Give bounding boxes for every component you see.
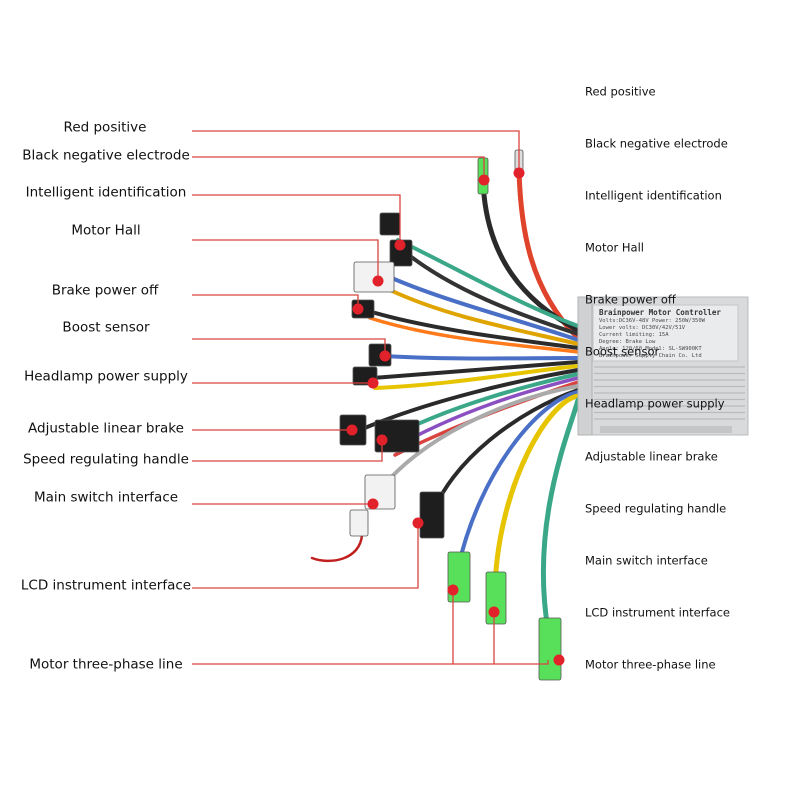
wire xyxy=(388,288,580,346)
wire xyxy=(358,368,580,432)
right-label-speed-regulating-handle: Speed regulating handle xyxy=(585,501,727,516)
left-label-motor-hall: Motor Hall xyxy=(71,222,141,239)
marker-dot xyxy=(513,167,525,179)
right-label-boost-sensor: Boost sensor xyxy=(585,344,660,359)
controller-spec-line: Brainpower Supply Chain Co. Ltd xyxy=(599,353,702,359)
controller-spec-line: Volts:DC36V-48V Power: 250W/350W xyxy=(599,318,705,324)
white-connector xyxy=(353,261,395,293)
marker-dot xyxy=(379,350,391,362)
controller-end-cap xyxy=(577,296,593,436)
controller-mount-slot xyxy=(600,426,732,433)
leader-line xyxy=(192,440,383,462)
black-connector xyxy=(374,419,420,453)
wire xyxy=(378,384,580,492)
marker-dot xyxy=(367,498,379,510)
marker-dot xyxy=(346,424,358,436)
motor-controller xyxy=(577,296,749,436)
wire xyxy=(540,397,581,633)
left-label-red-positive: Red positive xyxy=(63,119,147,136)
left-label-boost-sensor: Boost sensor xyxy=(62,319,150,336)
right-label-headlamp-power-supply: Headlamp power supply xyxy=(585,396,725,411)
left-label-lcd-instrument-interface: LCD instrument interface xyxy=(20,577,192,594)
left-label-intelligent-identification: Intelligent identification xyxy=(25,184,187,201)
right-label-red-positive: Red positive xyxy=(585,84,656,99)
marker-dot xyxy=(372,275,384,287)
leader-line xyxy=(192,294,359,309)
white-connector xyxy=(349,509,369,537)
right-label-adjustable-linear-brake: Adjustable linear brake xyxy=(585,449,718,464)
marker-dot xyxy=(376,434,388,446)
wire xyxy=(373,364,580,390)
controller-title: Brainpower Motor Controller xyxy=(599,308,721,317)
right-label-main-switch-interface: Main switch interface xyxy=(585,553,708,568)
wire xyxy=(363,308,580,350)
green-connector xyxy=(538,617,562,681)
marker-dots xyxy=(346,167,565,666)
right-label-lcd-instrument-interface: LCD instrument interface xyxy=(585,605,730,620)
left-label-adjustable-linear-brake: Adjustable linear brake xyxy=(28,420,184,437)
wire xyxy=(396,238,580,328)
left-label-motor-three-phase-line: Motor three-phase line xyxy=(29,656,183,673)
marker-dot xyxy=(352,303,364,315)
marker-dot xyxy=(394,239,406,251)
wire-bundle xyxy=(310,149,581,681)
right-label-motor-three-phase-line: Motor three-phase line xyxy=(585,657,716,672)
controller-spec-line: Current limiting: 15A xyxy=(599,332,669,338)
right-label-black-negative-electrode: Black negative electrode xyxy=(585,136,728,151)
wire xyxy=(371,360,580,380)
left-label-brake-power-off: Brake power off xyxy=(51,282,159,299)
marker-dot xyxy=(553,654,565,666)
marker-dot xyxy=(488,606,500,618)
marker-dot xyxy=(412,517,424,529)
marker-dot xyxy=(478,174,490,186)
leader-line xyxy=(192,523,419,589)
leader-line xyxy=(192,239,379,281)
right-label-brake-power-off: Brake power off xyxy=(585,292,676,307)
leader-line xyxy=(192,194,401,245)
black-connector xyxy=(379,212,401,236)
marker-dot xyxy=(367,377,379,389)
wire xyxy=(456,390,580,570)
wire xyxy=(310,533,364,563)
heat-sink-fins xyxy=(594,366,745,420)
wire xyxy=(492,393,581,588)
leader-line xyxy=(192,130,520,173)
wire xyxy=(383,273,580,342)
right-label-intelligent-identification: Intelligent identification xyxy=(585,188,722,203)
right-label-motor-hall: Motor Hall xyxy=(585,240,644,255)
black-connector xyxy=(419,491,445,539)
left-label-speed-regulating-handle: Speed regulating handle xyxy=(23,451,189,468)
left-label-main-switch-interface: Main switch interface xyxy=(33,489,179,506)
wire xyxy=(398,246,580,336)
leader-line xyxy=(192,156,485,180)
marker-dot xyxy=(447,584,459,596)
controller-label-plate xyxy=(592,304,739,362)
wire xyxy=(368,316,580,354)
wire xyxy=(383,354,580,361)
leader-line xyxy=(192,338,386,356)
leader-line xyxy=(192,660,549,665)
controller-spec-line: Angle: 120/60 Model: SL-SW900KT xyxy=(599,346,702,352)
controller-spec-line: Lower volts: DC30V/42V/51V xyxy=(599,325,686,331)
left-label-black-negative-electrode: Black negative electrode xyxy=(22,147,190,164)
controller-spec-line: Degree: Brake Low xyxy=(599,339,656,345)
left-label-headlamp-power-supply: Headlamp power supply xyxy=(24,368,188,385)
